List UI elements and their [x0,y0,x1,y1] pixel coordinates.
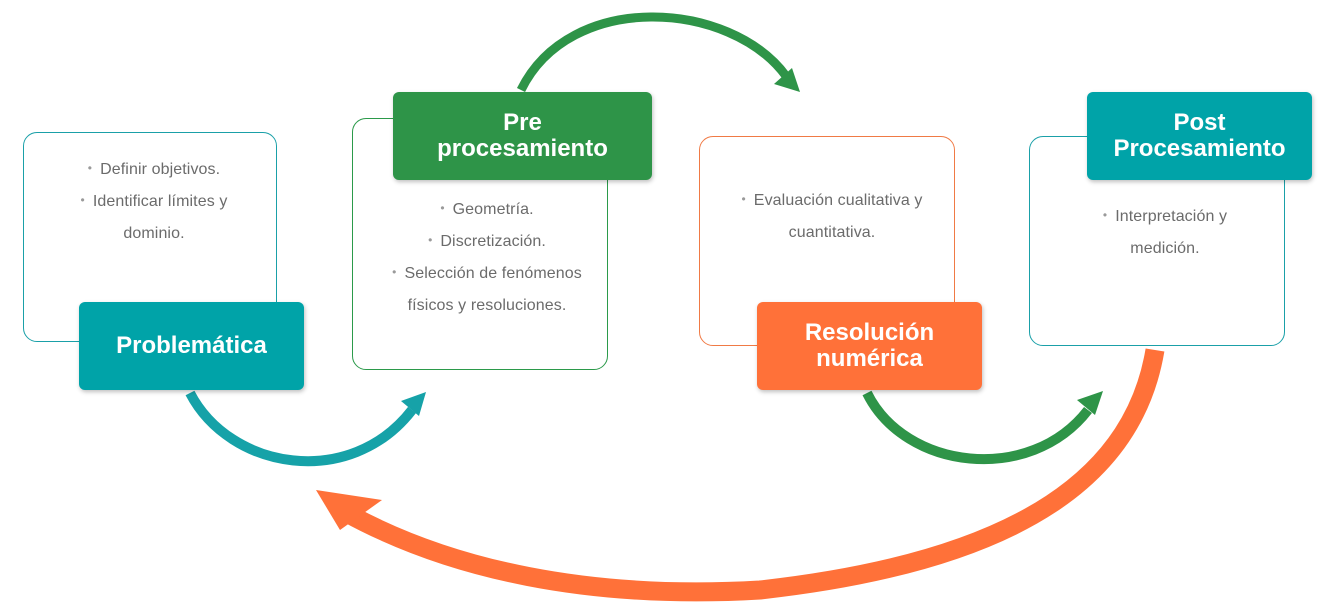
stage-label-problematica: Problemática [79,302,304,390]
list-item: Geometría. [382,194,592,226]
arrow-head-green-bottom [1077,391,1103,415]
stage-items-problematica: Definir objetivos. Identificar límites y… [54,154,254,249]
list-item: Selección de fenómenos físicos y resoluc… [382,258,592,321]
stage-items-preprocesamiento: Geometría. Discretización. Selección de … [382,194,592,321]
list-item: Evaluación cualitativa y cuantitativa. [722,185,942,248]
stage-items-postprocesamiento: Interpretación y medición. [1070,201,1260,264]
arrow-head-orange [316,490,382,530]
arrow-postprocesamiento-to-problematica [340,348,1165,602]
list-item: Discretización. [382,226,592,258]
stage-title: Pre procesamiento [437,109,608,162]
stage-label-resolucion: Resolución numérica [757,302,982,390]
arrow-head-teal [401,392,426,416]
list-item: Interpretación y medición. [1070,201,1260,264]
arrow-head-green-top [774,68,800,92]
stage-items-resolucion: Evaluación cualitativa y cuantitativa. [722,185,942,248]
arrow-preprocesamiento-to-resolucion [516,12,790,92]
arrow-problematica-to-preprocesamiento [185,390,416,467]
arrow-resolucion-to-postprocesamiento [862,390,1092,465]
stage-label-preprocesamiento: Pre procesamiento [393,92,652,180]
stage-title: Resolución numérica [804,319,935,372]
list-item: Identificar límites y dominio. [54,186,254,249]
stage-title: Post Procesamiento [1113,109,1286,162]
list-item: Definir objetivos. [54,154,254,186]
stage-title: Problemática [116,332,267,359]
stage-label-postprocesamiento: Post Procesamiento [1087,92,1312,180]
